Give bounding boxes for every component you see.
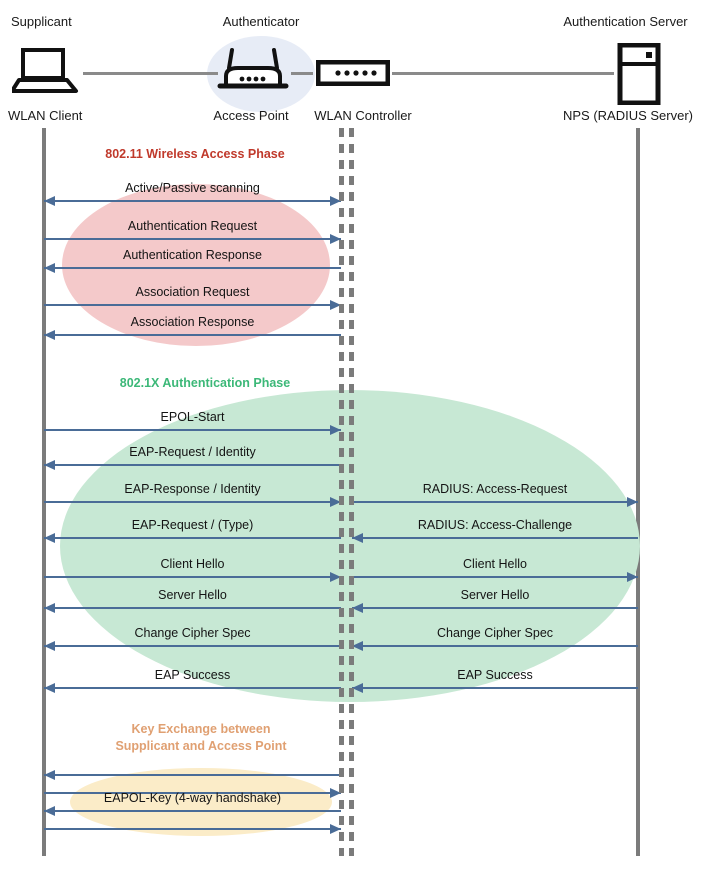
message-left-6-arrowhead-left	[44, 460, 55, 470]
message-left-12-arrowhead-left	[44, 683, 55, 693]
message-left-10-arrowhead-left	[44, 603, 55, 613]
phase-ellipse-80211	[62, 184, 330, 346]
message-right-1-line	[352, 537, 638, 539]
message-left-12-line	[44, 687, 341, 689]
message-left-6-line	[44, 464, 341, 466]
laptop-icon	[10, 48, 80, 99]
message-left-13-line	[44, 774, 341, 776]
message-left-3-label: Association Request	[135, 285, 250, 299]
actor-device-wlan-controller: WLAN Controller	[314, 108, 412, 123]
message-left-4-arrowhead-left	[44, 330, 55, 340]
message-left-9-arrowhead-right	[330, 572, 341, 582]
message-left-12-label: EAP Success	[154, 668, 231, 682]
message-left-9-label: Client Hello	[160, 557, 225, 571]
lifeline-auth-server	[636, 128, 640, 856]
message-right-3-line	[352, 607, 638, 609]
message-left-16-line	[44, 828, 341, 830]
message-left-0-label: Active/Passive scanning	[125, 181, 260, 195]
message-left-14-line	[44, 792, 341, 794]
phase-caption-8021x: 802.1X Authentication Phase	[119, 376, 291, 390]
lifeline-access-point	[339, 128, 344, 856]
message-right-5-arrowhead-left	[352, 683, 363, 693]
message-left-4-line	[44, 334, 341, 336]
message-right-4-line	[352, 645, 638, 647]
message-left-15-label: EAPOL-Key (4-way handshake)	[103, 791, 282, 805]
link-ap-to-controller	[291, 72, 313, 75]
message-left-1-line	[44, 238, 341, 240]
message-right-3-arrowhead-left	[352, 603, 363, 613]
message-left-11-label: Change Cipher Spec	[134, 626, 251, 640]
message-right-5-label: EAP Success	[457, 668, 533, 682]
server-tower-icon	[617, 42, 661, 110]
message-left-16-arrowhead-right	[330, 824, 341, 834]
actor-role-auth-server: Authentication Server	[563, 14, 688, 29]
message-left-2-line	[44, 267, 341, 269]
message-right-0-arrowhead-right	[627, 497, 638, 507]
message-left-0-line	[44, 200, 341, 202]
lifeline-supplicant	[42, 128, 46, 856]
message-left-10-label: Server Hello	[158, 588, 227, 602]
message-right-2-arrowhead-right	[627, 572, 638, 582]
message-left-11-line	[44, 645, 341, 647]
message-left-5-line	[44, 429, 341, 431]
controller-switch-icon	[315, 59, 391, 91]
message-right-4-label: Change Cipher Spec	[436, 626, 554, 640]
actor-role-authenticator: Authenticator	[222, 14, 300, 29]
message-left-8-arrowhead-left	[44, 533, 55, 543]
message-right-1-arrowhead-left	[352, 533, 363, 543]
message-right-3-label: Server Hello	[460, 588, 530, 602]
phase-caption-80211: 802.11 Wireless Access Phase	[105, 147, 285, 161]
message-left-8-label: EAP-Request / (Type)	[131, 518, 254, 532]
message-right-0-line	[352, 501, 638, 503]
phase-ellipse-key-exchange	[70, 768, 332, 836]
message-right-0-label: RADIUS: Access-Request	[422, 482, 568, 496]
message-left-11-arrowhead-left	[44, 641, 55, 651]
actor-device-access-point: Access Point	[213, 108, 289, 123]
message-left-5-label: EPOL-Start	[160, 410, 225, 424]
message-left-8-line	[44, 537, 341, 539]
link-client-to-ap	[83, 72, 218, 75]
message-left-15-line	[44, 810, 341, 812]
message-left-0-arrowhead-right	[330, 196, 341, 206]
message-left-7-line	[44, 501, 341, 503]
actor-device-nps-radius: NPS (RADIUS Server)	[562, 108, 694, 123]
message-left-2-arrowhead-left	[44, 263, 55, 273]
actor-device-wlan-client: WLAN Client	[8, 108, 83, 123]
message-left-7-label: EAP-Response / Identity	[124, 482, 261, 496]
message-right-2-label: Client Hello	[463, 557, 527, 571]
message-left-9-line	[44, 576, 341, 578]
message-left-2-label: Authentication Response	[123, 248, 262, 262]
message-right-5-line	[352, 687, 638, 689]
actor-role-supplicant: Supplicant	[11, 14, 72, 29]
link-controller-to-server	[392, 72, 614, 75]
message-left-15-arrowhead-left	[44, 806, 55, 816]
message-left-3-arrowhead-right	[330, 300, 341, 310]
message-left-5-arrowhead-right	[330, 425, 341, 435]
message-left-7-arrowhead-right	[330, 497, 341, 507]
message-right-1-label: RADIUS: Access-Challenge	[417, 518, 573, 532]
wireless-router-icon	[216, 46, 290, 101]
lifeline-wlan-controller	[349, 128, 354, 856]
message-right-4-arrowhead-left	[352, 641, 363, 651]
message-left-6-label: EAP-Request / Identity	[129, 445, 256, 459]
message-left-10-line	[44, 607, 341, 609]
message-left-0-arrowhead-left	[44, 196, 55, 206]
message-left-13-arrowhead-left	[44, 770, 55, 780]
message-left-1-label: Authentication Request	[127, 219, 258, 233]
message-left-4-label: Association Response	[130, 315, 255, 329]
message-left-3-line	[44, 304, 341, 306]
message-left-14-arrowhead-right	[330, 788, 341, 798]
message-left-1-arrowhead-right	[330, 234, 341, 244]
phase-caption-key-exchange: Key Exchange between Supplicant and Acce…	[115, 722, 287, 753]
message-right-2-line	[352, 576, 638, 578]
